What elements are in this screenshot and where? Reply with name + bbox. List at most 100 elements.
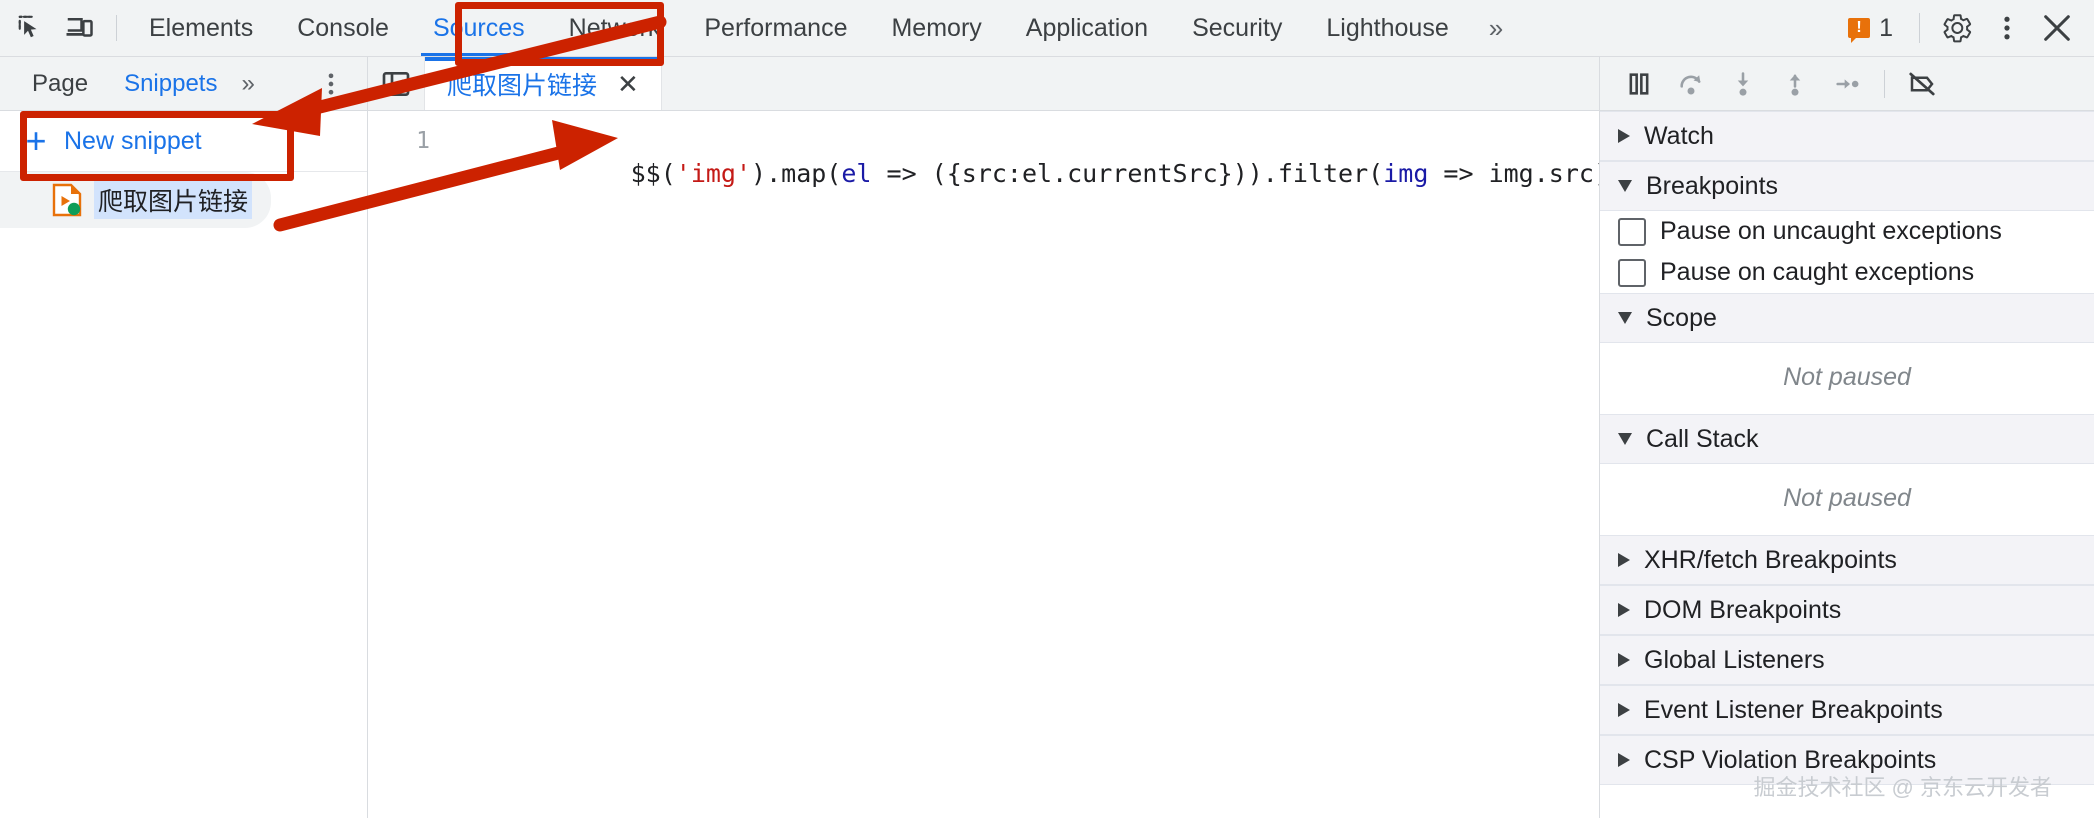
step-icon[interactable] bbox=[1824, 61, 1870, 107]
tab-label: Lighthouse bbox=[1326, 13, 1449, 42]
editor-panel: 爬取图片链接 ✕ 1 $$('img').map(el => ({src:el.… bbox=[368, 57, 1600, 818]
tab-security[interactable]: Security bbox=[1170, 0, 1304, 56]
chevron-right-icon bbox=[1618, 553, 1630, 567]
scope-status: Not paused bbox=[1783, 363, 1911, 391]
code-token: => ({src:el.currentSrc})).filter( bbox=[871, 159, 1384, 188]
tab-lighthouse[interactable]: Lighthouse bbox=[1304, 0, 1470, 56]
chevron-down-icon bbox=[1618, 312, 1632, 324]
navigator-tabbar: Page Snippets » bbox=[0, 57, 367, 111]
debugger-sections: Watch Breakpoints Pause on uncaught exce… bbox=[1600, 111, 2094, 818]
call-stack-status: Not paused bbox=[1783, 484, 1911, 512]
section-title: Watch bbox=[1644, 121, 1714, 150]
close-icon[interactable]: ✕ bbox=[617, 68, 639, 99]
snippet-name: 爬取图片链接 bbox=[94, 181, 253, 219]
toolbar-divider bbox=[1884, 69, 1885, 98]
tab-performance[interactable]: Performance bbox=[682, 0, 869, 56]
pause-resume-icon[interactable] bbox=[1616, 61, 1662, 107]
checkbox[interactable] bbox=[1618, 217, 1646, 246]
toolbar-left-icons bbox=[0, 7, 127, 49]
section-breakpoints[interactable]: Breakpoints bbox=[1600, 161, 2094, 211]
section-call-stack[interactable]: Call Stack bbox=[1600, 414, 2094, 464]
snippet-file-icon bbox=[52, 183, 82, 217]
section-dom-breakpoints[interactable]: DOM Breakpoints bbox=[1600, 585, 2094, 635]
tab-elements[interactable]: Elements bbox=[127, 0, 275, 56]
inspect-element-icon[interactable] bbox=[10, 7, 52, 49]
tab-label: Elements bbox=[149, 13, 254, 42]
device-toolbar-icon[interactable] bbox=[58, 7, 100, 49]
chevron-right-icon bbox=[1618, 653, 1630, 667]
step-into-icon[interactable] bbox=[1720, 61, 1766, 107]
checkbox-row-uncaught[interactable]: Pause on uncaught exceptions bbox=[1600, 211, 2094, 252]
more-options-icon[interactable] bbox=[1984, 5, 2030, 51]
section-title: Call Stack bbox=[1646, 424, 1759, 453]
sources-tab-highlight bbox=[455, 2, 664, 66]
section-title: XHR/fetch Breakpoints bbox=[1644, 545, 1897, 574]
toolbar-divider bbox=[1919, 13, 1920, 43]
panel-tabs: Elements Console Sources Network Perform… bbox=[127, 0, 1521, 56]
chevron-down-icon bbox=[1618, 433, 1632, 445]
error-count-badge[interactable]: ! 1 bbox=[1836, 7, 1905, 49]
section-title: Scope bbox=[1646, 303, 1717, 332]
scope-body: Not paused bbox=[1600, 343, 2094, 414]
more-nav-tabs-icon[interactable]: » bbox=[241, 69, 255, 97]
close-icon[interactable] bbox=[2034, 5, 2080, 51]
deactivate-breakpoints-icon[interactable] bbox=[1899, 61, 1945, 107]
section-watch[interactable]: Watch bbox=[1600, 111, 2094, 161]
tab-label: Console bbox=[297, 13, 389, 42]
chevron-right-icon bbox=[1618, 129, 1630, 143]
code-token-string: 'img' bbox=[675, 159, 752, 188]
nav-tab-label: Snippets bbox=[124, 69, 218, 97]
checkbox-label: Pause on uncaught exceptions bbox=[1660, 217, 2002, 245]
section-title: Global Listeners bbox=[1644, 645, 1825, 674]
section-global-listeners[interactable]: Global Listeners bbox=[1600, 635, 2094, 685]
tab-label: Memory bbox=[891, 13, 982, 42]
breakpoints-body: Pause on uncaught exceptions Pause on ca… bbox=[1600, 211, 2094, 293]
chevron-right-icon bbox=[1618, 603, 1630, 617]
code-token: ).map( bbox=[751, 159, 842, 188]
devtools-body: Page Snippets » + New snippet bbox=[0, 57, 2094, 818]
tab-application[interactable]: Application bbox=[1004, 0, 1170, 56]
devtools-main-toolbar: Elements Console Sources Network Perform… bbox=[0, 0, 2094, 57]
gear-icon[interactable] bbox=[1934, 5, 1980, 51]
tab-memory[interactable]: Memory bbox=[869, 0, 1003, 56]
error-count: 1 bbox=[1879, 13, 1893, 42]
code-token-param: img bbox=[1383, 159, 1429, 188]
code-token: => img.src) bbox=[1428, 159, 1599, 188]
checkbox-label: Pause on caught exceptions bbox=[1660, 258, 1975, 286]
nav-tab-snippets[interactable]: Snippets bbox=[106, 57, 235, 110]
section-xhr-fetch-breakpoints[interactable]: XHR/fetch Breakpoints bbox=[1600, 535, 2094, 585]
line-number: 1 bbox=[416, 128, 430, 154]
tab-label: Application bbox=[1025, 13, 1149, 42]
debugger-toolbar bbox=[1600, 57, 2094, 111]
section-title: DOM Breakpoints bbox=[1644, 595, 1842, 624]
new-snippet-button[interactable]: + New snippet bbox=[0, 111, 367, 172]
editor-tab-label: 爬取图片链接 bbox=[447, 71, 598, 100]
section-event-listener-breakpoints[interactable]: Event Listener Breakpoints bbox=[1600, 685, 2094, 735]
step-over-icon[interactable] bbox=[1668, 61, 1714, 107]
section-title: Breakpoints bbox=[1646, 171, 1779, 200]
navigator-empty-space bbox=[0, 228, 367, 818]
checkbox-row-caught[interactable]: Pause on caught exceptions bbox=[1600, 252, 2094, 293]
chevron-right-icon bbox=[1618, 703, 1630, 717]
section-scope[interactable]: Scope bbox=[1600, 293, 2094, 343]
toolbar-right-icons: ! 1 bbox=[1836, 5, 2094, 51]
new-snippet-label: New snippet bbox=[64, 126, 202, 155]
section-title: Event Listener Breakpoints bbox=[1644, 695, 1943, 724]
new-snippet-highlight bbox=[20, 111, 294, 181]
tab-console[interactable]: Console bbox=[275, 0, 411, 56]
navigator-more-options-icon[interactable] bbox=[317, 70, 367, 98]
checkbox[interactable] bbox=[1618, 258, 1646, 287]
more-tabs-icon[interactable]: » bbox=[1488, 12, 1504, 43]
call-stack-body: Not paused bbox=[1600, 464, 2094, 535]
error-icon: ! bbox=[1848, 18, 1871, 43]
step-out-icon[interactable] bbox=[1772, 61, 1818, 107]
code-editor[interactable]: 1 $$('img').map(el => ({src:el.currentSr… bbox=[368, 111, 1599, 818]
debugger-panel: Watch Breakpoints Pause on uncaught exce… bbox=[1600, 57, 2094, 818]
list-item[interactable]: 爬取图片链接 bbox=[0, 172, 271, 228]
nav-tab-label: Page bbox=[32, 69, 89, 97]
toolbar-divider bbox=[116, 15, 117, 41]
show-navigator-icon[interactable] bbox=[368, 57, 425, 110]
nav-tab-page[interactable]: Page bbox=[14, 57, 106, 110]
section-csp-violation-breakpoints[interactable]: CSP Violation Breakpoints bbox=[1600, 735, 2094, 785]
